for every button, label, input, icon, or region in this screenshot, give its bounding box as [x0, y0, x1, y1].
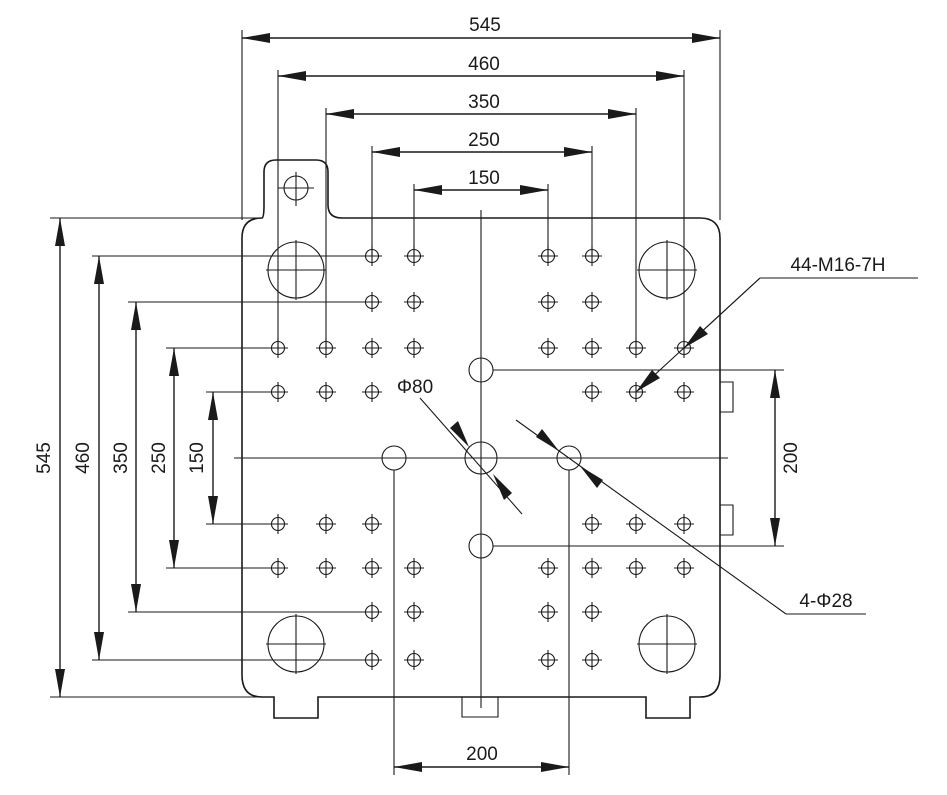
threaded-hole	[362, 382, 382, 402]
threaded-hole	[538, 602, 558, 622]
right-notch-upper	[720, 381, 734, 413]
threaded-hole	[674, 558, 694, 578]
threaded-hole	[538, 558, 558, 578]
dim-left-150: 150	[187, 442, 208, 474]
dim-left-350: 350	[111, 442, 132, 474]
dim-bottom-200: 200	[466, 744, 498, 765]
dim-top-250: 250	[468, 130, 500, 151]
threaded-hole	[316, 558, 336, 578]
threaded-hole	[404, 558, 424, 578]
threaded-hole	[582, 514, 602, 534]
threaded-hole	[582, 382, 602, 402]
threaded-hole	[626, 558, 646, 578]
threaded-hole	[582, 650, 602, 670]
label-thread-holes: 44-M16-7H	[790, 255, 885, 276]
threaded-hole	[674, 382, 694, 402]
label-center-bore: Φ80	[397, 377, 433, 398]
dim-left-545: 545	[34, 442, 55, 474]
dim-top-350: 350	[468, 92, 500, 113]
threaded-hole	[362, 338, 382, 358]
dim-left-460: 460	[73, 442, 94, 474]
dimension-lines	[55, 33, 780, 772]
bottom-center-notch	[461, 697, 499, 718]
tie-bar-holes	[266, 240, 697, 674]
threaded-hole	[404, 338, 424, 358]
right-notch-lower	[720, 504, 734, 536]
threaded-hole	[582, 338, 602, 358]
threaded-hole	[538, 338, 558, 358]
threaded-hole	[362, 558, 382, 578]
threaded-hole	[404, 602, 424, 622]
threaded-hole	[582, 292, 602, 312]
threaded-hole	[316, 382, 336, 402]
dim-top-460: 460	[468, 54, 500, 75]
threaded-hole	[316, 514, 336, 534]
leader-lines	[419, 277, 918, 615]
dim-left-250: 250	[149, 442, 170, 474]
threaded-hole	[626, 514, 646, 534]
threaded-hole	[582, 602, 602, 622]
label-ejector-holes: 4-Φ28	[799, 591, 852, 612]
center-bore	[464, 441, 498, 475]
dimension-texts: 545 460 350 250 150 545 460 350 250 150 …	[34, 15, 886, 765]
threaded-hole	[362, 514, 382, 534]
threaded-hole	[674, 514, 694, 534]
dim-right-200: 200	[781, 442, 802, 474]
threaded-hole	[582, 558, 602, 578]
threaded-hole	[538, 650, 558, 670]
threaded-hole	[538, 292, 558, 312]
threaded-hole	[404, 650, 424, 670]
dim-top-545: 545	[469, 15, 501, 36]
dim-top-150: 150	[468, 168, 500, 189]
extension-lines	[50, 30, 784, 775]
threaded-hole	[404, 292, 424, 312]
